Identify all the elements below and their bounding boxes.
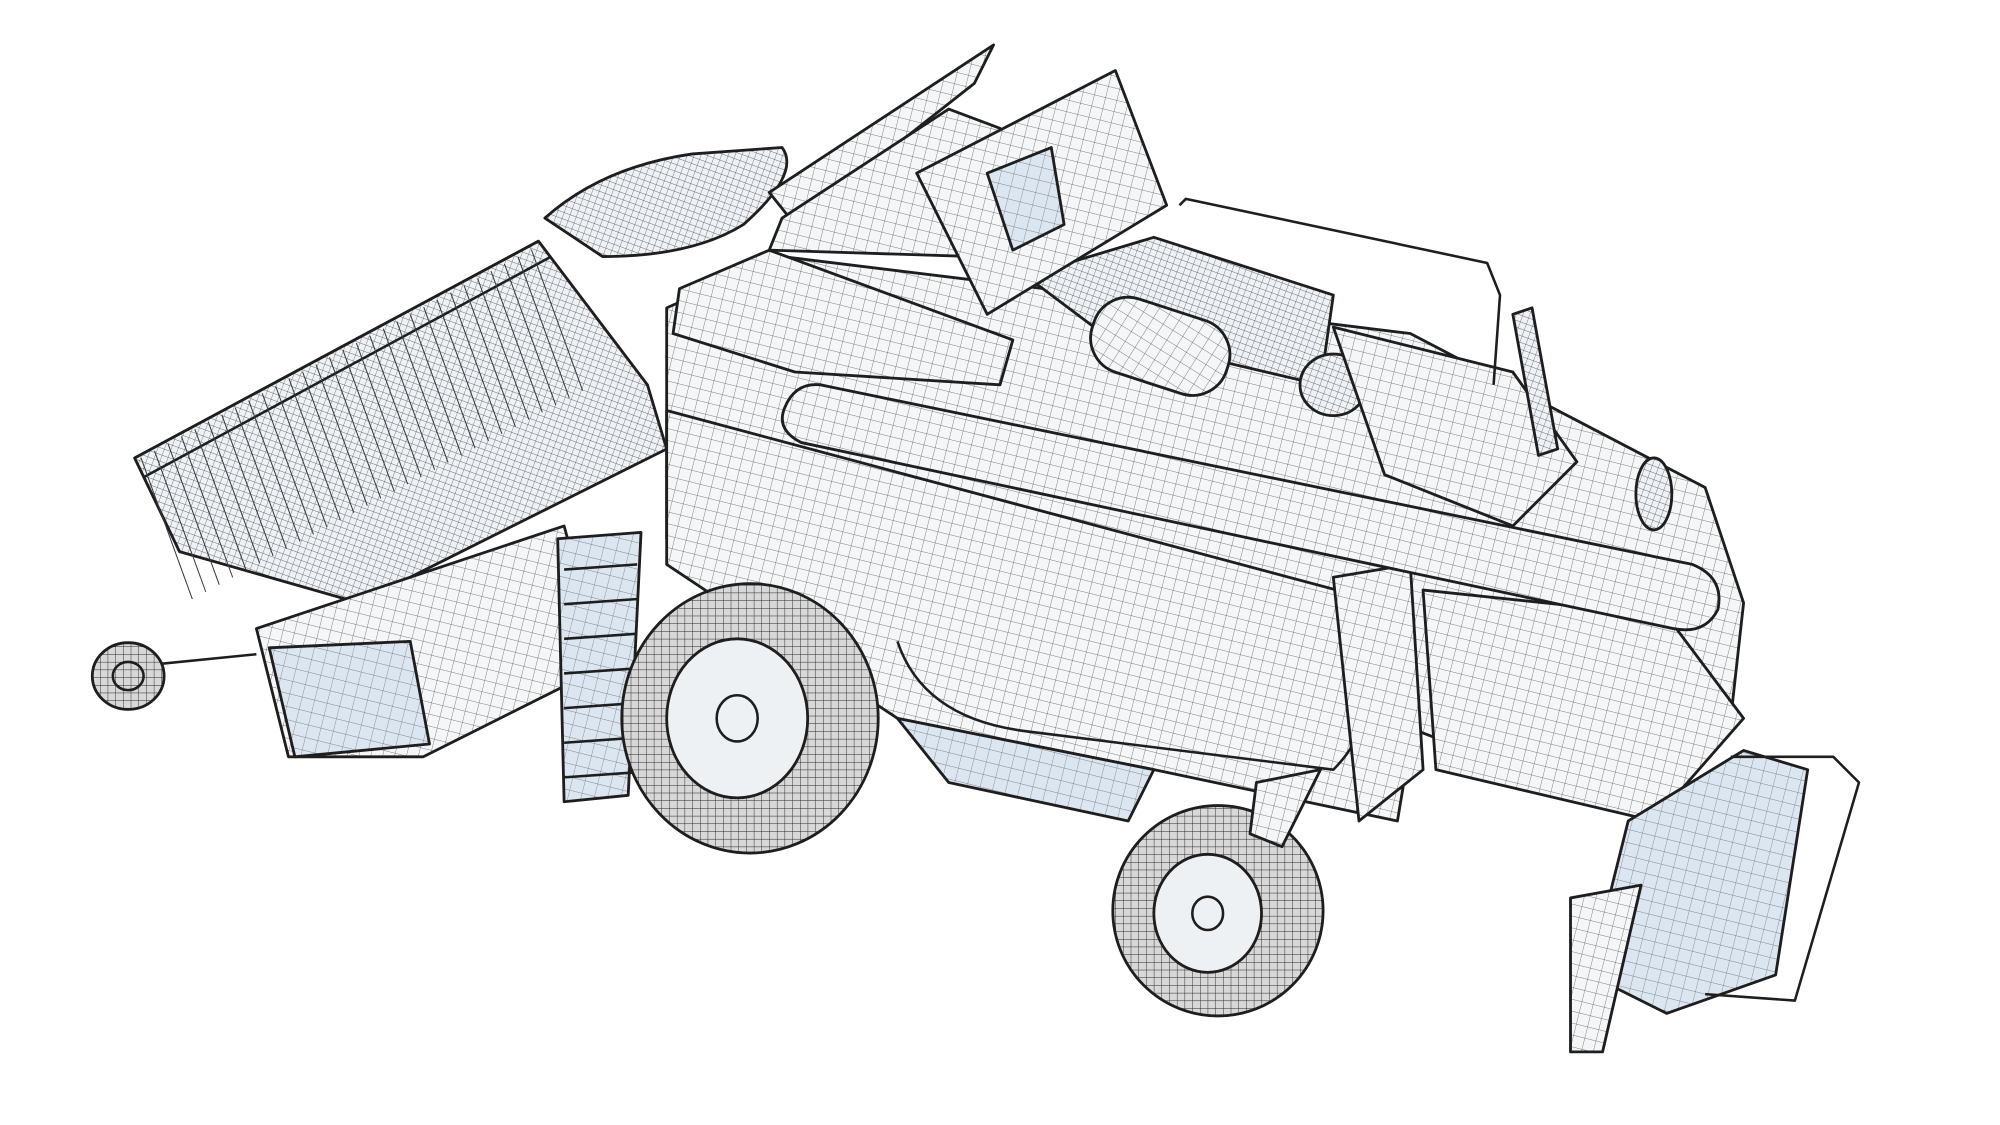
reel-tine	[504, 263, 557, 406]
ladder-step	[564, 770, 638, 779]
exhaust-stack	[1634, 456, 1674, 532]
reel-tine	[180, 436, 234, 578]
reel-tine	[315, 364, 368, 506]
reel-tine	[463, 285, 516, 427]
reel-tine	[517, 256, 570, 399]
engine-deck	[1024, 197, 1579, 528]
reel-tine	[436, 299, 489, 442]
hood-vent	[985, 146, 1066, 252]
reel-top-rail	[134, 240, 540, 460]
gauge-wheel-hub	[111, 660, 145, 692]
reel-tine	[194, 429, 247, 571]
reel-tine	[342, 350, 395, 492]
front-hub	[715, 693, 759, 743]
access-ladder	[556, 530, 643, 804]
air-filter-canister	[1089, 295, 1232, 397]
front-rim	[665, 637, 810, 800]
reel-tine	[477, 278, 530, 420]
reel-tine	[234, 407, 288, 549]
rear-axle-strut	[1248, 768, 1322, 849]
reel-tine	[382, 328, 436, 470]
reel-tine	[207, 421, 261, 564]
ladder-step	[564, 563, 638, 571]
reel-tine	[490, 271, 543, 413]
spreader-guard-frame	[1705, 755, 1861, 1002]
spreader-fin	[1569, 883, 1643, 1054]
rear-spreader	[1569, 749, 1861, 1054]
reel-tine	[261, 393, 314, 535]
header-gauge-wheel	[90, 641, 257, 711]
reel-tine	[450, 292, 503, 435]
rear-ladder	[1511, 306, 1560, 457]
reel-tine	[248, 400, 301, 542]
body-underside	[896, 716, 1156, 823]
reel-tine	[396, 321, 449, 463]
header-reel	[133, 239, 669, 759]
guard-rail	[1178, 197, 1502, 385]
cabin	[543, 43, 1169, 387]
ladder-step	[564, 632, 638, 641]
rear-steer-wheel	[1111, 768, 1325, 1018]
reel-tine	[167, 443, 220, 585]
reel-tine	[423, 306, 476, 449]
reel-tine	[154, 450, 207, 593]
rear-hub	[1191, 895, 1225, 932]
rear-platform	[1331, 325, 1579, 528]
header-side-box	[267, 639, 431, 759]
reel-tine	[329, 357, 382, 499]
gauge-wheel-tire	[90, 641, 166, 711]
rear-rim	[1152, 852, 1263, 974]
reel-tines	[140, 249, 584, 600]
reel-tine	[355, 342, 409, 485]
unloading-auger	[780, 383, 1721, 632]
auger-tube	[780, 383, 1721, 632]
reel-tine	[302, 371, 355, 514]
reel-tine	[288, 378, 341, 521]
ladder-step	[564, 597, 638, 606]
cab-roof	[543, 146, 789, 258]
reel-tine	[369, 335, 422, 478]
ladder-step	[564, 667, 638, 675]
reel-tine	[221, 414, 274, 557]
body-rear-corner	[1331, 563, 1425, 823]
cab-base	[671, 248, 1015, 387]
reel-tine	[409, 314, 463, 456]
front-drive-wheel	[620, 582, 880, 855]
reel-tine	[275, 385, 328, 528]
reel-tine	[140, 457, 193, 600]
reel-tine	[530, 249, 584, 391]
